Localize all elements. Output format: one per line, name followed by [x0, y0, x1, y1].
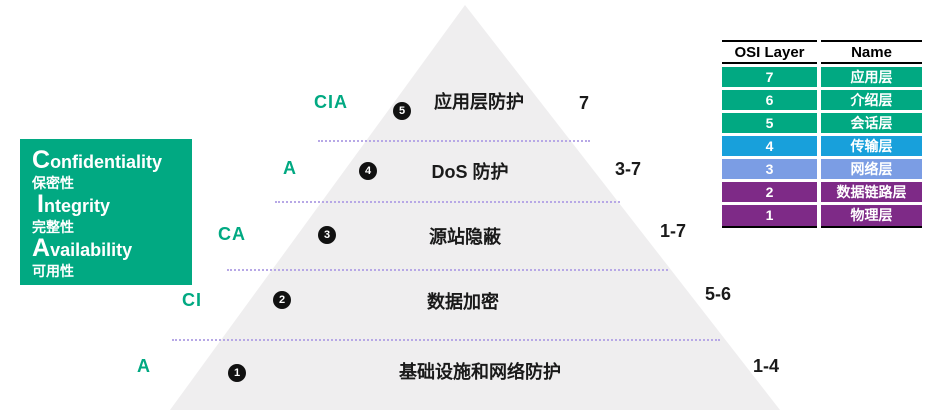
osi-table-header-layer: OSI Layer	[722, 40, 817, 64]
level-separator-line	[318, 140, 590, 142]
osi-row5-name: 会话层	[821, 113, 922, 133]
osi-row7-name: 应用层	[821, 67, 922, 87]
osi-row4-name: 传输层	[821, 136, 922, 156]
level5-osi-range: 7	[579, 93, 590, 113]
cia-term-integrity-zh: 完整性	[32, 219, 74, 235]
level4-title: DoS 防护	[431, 162, 509, 182]
cia-term-confidentiality-zh: 保密性	[32, 175, 74, 191]
level4-cia-tag: A	[283, 158, 297, 178]
osi-row1-name: 物理层	[821, 205, 922, 228]
osi-row2-layer: 2	[722, 182, 817, 202]
level2-number-badge: 2	[273, 291, 291, 309]
osi-row2-name: 数据链路层	[821, 182, 922, 202]
cia-legend-box: Confidentiality 保密性 Integrity 完整性 Availa…	[20, 139, 192, 285]
level3-osi-range: 1-7	[660, 221, 687, 241]
level1-cia-tag: A	[137, 356, 151, 376]
cia-term-availability-zh: 可用性	[32, 263, 74, 279]
level2-cia-tag: CI	[182, 290, 202, 310]
osi-row7-layer: 7	[722, 67, 817, 87]
level1-number-badge: 1	[228, 364, 246, 382]
osi-table-header-name: Name	[821, 40, 922, 64]
cia-term-integrity: Integrity	[37, 190, 110, 218]
osi-row6-name: 介绍层	[821, 90, 922, 110]
osi-row5-layer: 5	[722, 113, 817, 133]
level1-title: 基础设施和网络防护	[399, 362, 561, 382]
level4-number-badge: 4	[359, 162, 377, 180]
level5-cia-tag: CIA	[314, 92, 348, 112]
level2-title: 数据加密	[427, 292, 499, 312]
level3-cia-tag: CA	[218, 224, 246, 244]
pyramid-shape	[170, 5, 780, 410]
level3-title: 源站隐蔽	[429, 227, 501, 247]
level-separator-line	[227, 269, 668, 271]
osi-row6-layer: 6	[722, 90, 817, 110]
level-separator-line	[275, 201, 620, 203]
cia-term-confidentiality: Confidentiality	[32, 146, 163, 174]
osi-layer-table: OSI Layer Name 7 应用层 6 介绍层 5 会话层 4 传输层 3…	[722, 40, 922, 228]
level5-title: 应用层防护	[434, 92, 524, 112]
level3-number-badge: 3	[318, 226, 336, 244]
level-separator-line	[172, 339, 720, 341]
osi-row3-layer: 3	[722, 159, 817, 179]
cia-term-availability: Availability	[32, 234, 133, 262]
osi-row4-layer: 4	[722, 136, 817, 156]
level5-number-badge: 5	[393, 102, 411, 120]
level1-osi-range: 1-4	[753, 356, 780, 376]
osi-row3-name: 网络层	[821, 159, 922, 179]
osi-row1-layer: 1	[722, 205, 817, 228]
level2-osi-range: 5-6	[705, 284, 732, 304]
level4-osi-range: 3-7	[615, 159, 642, 179]
